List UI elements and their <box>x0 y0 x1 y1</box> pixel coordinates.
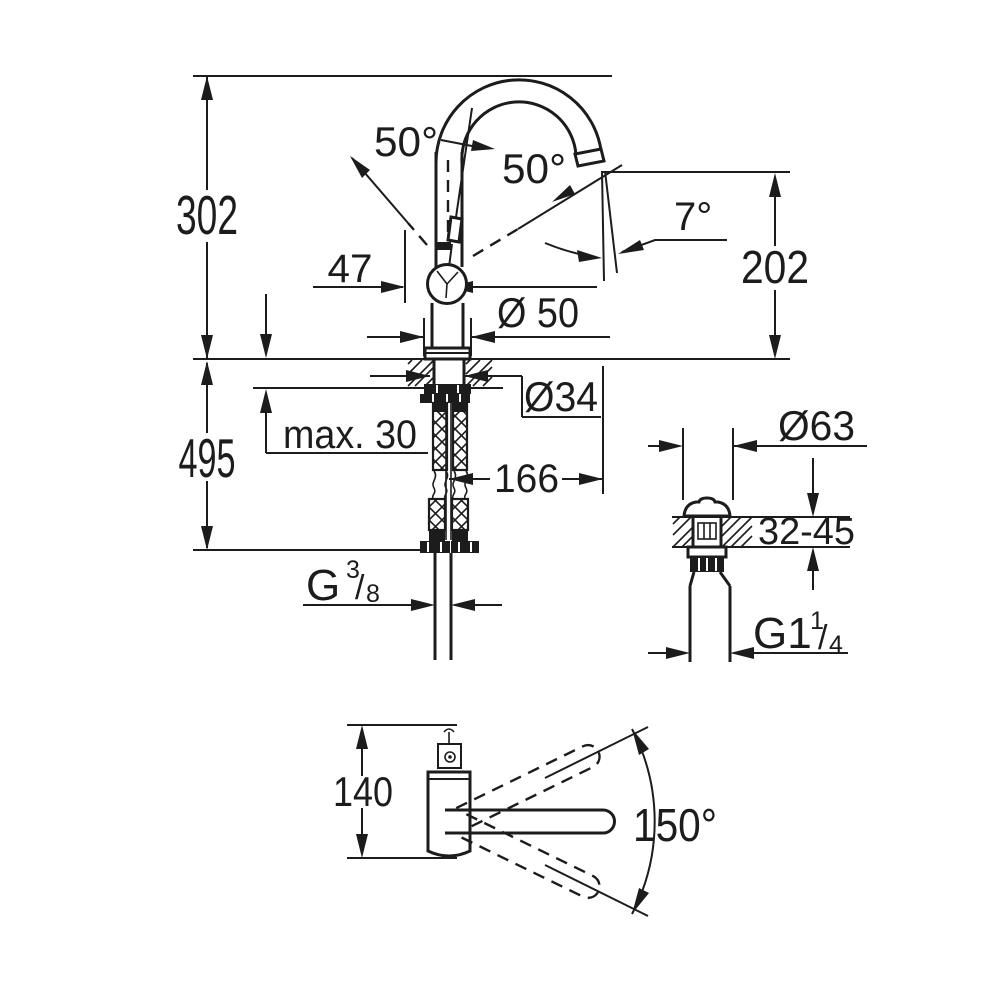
label-waste-diameter: Ø63 <box>778 402 855 449</box>
supply-hose-right <box>450 497 470 532</box>
label-waste-thread-g: G1 <box>753 609 812 658</box>
label-waste-thread-slash: / <box>818 619 828 657</box>
label-waste-thread-num: 1 <box>810 607 824 635</box>
mounting-stud-right <box>451 401 469 472</box>
label-lever-angle-right: 50° <box>502 145 566 192</box>
label-waste-thread-den: 4 <box>829 631 843 659</box>
label-body-height-top-view: 140 <box>333 768 393 815</box>
label-height-below-deck: 495 <box>179 427 236 489</box>
top-view-body <box>426 770 472 858</box>
label-supply-thread-den: 8 <box>366 580 380 608</box>
top-view-spout-left-position <box>455 743 601 830</box>
supply-hose-left <box>427 497 447 532</box>
front-view: 302 495 max. 30 202 47 Ø 50 <box>176 75 809 660</box>
top-view-spout <box>445 808 616 835</box>
label-spout-reach: 166 <box>494 457 559 501</box>
label-overall-height: 302 <box>176 184 238 246</box>
popup-waste-cap <box>682 496 732 518</box>
top-view-spout-right-position <box>455 813 601 900</box>
top-view-bracket <box>437 743 462 769</box>
drain-hatch-left <box>672 516 695 548</box>
label-supply-thread-slash: / <box>355 569 365 607</box>
drain-hatch-right <box>721 516 753 548</box>
label-shank-diameter: Ø34 <box>524 373 598 420</box>
label-swivel-angle: 150° <box>633 799 717 851</box>
label-supply-thread-num: 3 <box>346 556 360 584</box>
label-max-deck-thickness: max. 30 <box>283 413 417 457</box>
waste-drain-view: Ø63 32-45 <box>648 402 867 662</box>
counter-hatch-right <box>465 359 493 387</box>
mounting-stud-left <box>431 401 449 472</box>
label-base-diameter: Ø 50 <box>497 289 579 336</box>
top-view: 140 150° <box>333 724 717 917</box>
label-lever-angle-left: 50° <box>374 118 438 165</box>
spout-outer-curve <box>434 78 603 164</box>
label-spout-height: 202 <box>741 241 809 293</box>
spout-inner-curve <box>460 100 578 164</box>
label-supply-thread-g: G <box>306 561 340 610</box>
label-spray-angle: 7° <box>674 195 712 239</box>
lever-grip <box>446 215 464 244</box>
label-lever-reach: 47 <box>328 247 373 291</box>
spout-aerator <box>573 147 606 168</box>
